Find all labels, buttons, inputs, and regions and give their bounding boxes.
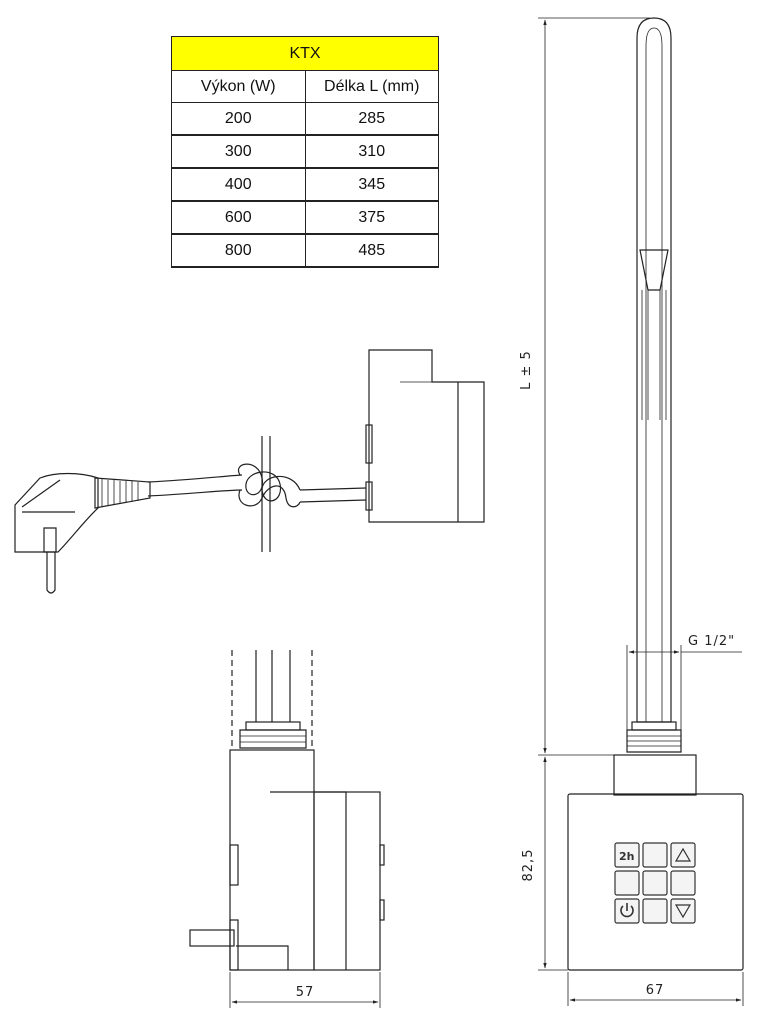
- heating-rod-front-view: [626, 17, 682, 753]
- table-title: KTX: [171, 36, 439, 71]
- depth-label: 57: [296, 985, 315, 1000]
- timer-label: 2h: [619, 850, 635, 863]
- schuko-plug: [14, 472, 151, 594]
- power-cell: 300: [171, 134, 306, 169]
- column-header-power: Výkon (W): [171, 70, 306, 103]
- length-label: L ± 5: [519, 350, 534, 390]
- power-cable: [147, 436, 367, 552]
- length-cell: 310: [304, 134, 439, 169]
- blank-key[interactable]: [614, 870, 640, 896]
- up-button[interactable]: [670, 842, 696, 868]
- table-row: 400 345: [171, 167, 439, 202]
- length-cell: 375: [304, 200, 439, 235]
- column-header-length: Délka L (mm): [304, 70, 439, 103]
- keypad: 2h: [614, 842, 696, 924]
- control-unit-cable-view: [365, 349, 485, 523]
- power-cell: 800: [171, 233, 306, 268]
- dimension-depth: 57: [229, 972, 381, 1008]
- table-row: 300 310: [171, 134, 439, 169]
- blank-key[interactable]: [670, 870, 696, 896]
- dimension-height: 82,5: [521, 756, 568, 971]
- power-cell: 400: [171, 167, 306, 202]
- height-label: 82,5: [521, 849, 536, 882]
- blank-key[interactable]: [642, 870, 668, 896]
- length-cell: 285: [304, 102, 439, 136]
- power-cell: 600: [171, 200, 306, 235]
- timer-button[interactable]: [614, 842, 640, 868]
- down-arrow-icon: [674, 904, 692, 919]
- blank-key[interactable]: [642, 898, 668, 924]
- power-length-table: KTX Výkon (W) Délka L (mm) 200 285 300 3…: [171, 36, 439, 268]
- dimension-width: 67: [567, 972, 744, 1006]
- dimension-thread: G 1/2": [626, 634, 742, 730]
- width-label: 67: [646, 983, 665, 998]
- control-unit-front-view: [567, 754, 744, 971]
- thread-label: G 1/2": [688, 634, 735, 649]
- table-row: 800 485: [171, 233, 439, 268]
- up-arrow-icon: [674, 847, 692, 862]
- length-cell: 485: [304, 233, 439, 268]
- down-button[interactable]: [670, 898, 696, 924]
- table-row: 600 375: [171, 200, 439, 235]
- power-icon: [620, 903, 634, 918]
- dimension-length: L ± 5: [519, 17, 650, 756]
- table-row: 200 285: [171, 102, 439, 136]
- blank-key[interactable]: [642, 842, 668, 868]
- length-cell: 345: [304, 167, 439, 202]
- power-cell: 200: [171, 102, 306, 136]
- control-unit-side-view: [189, 650, 385, 971]
